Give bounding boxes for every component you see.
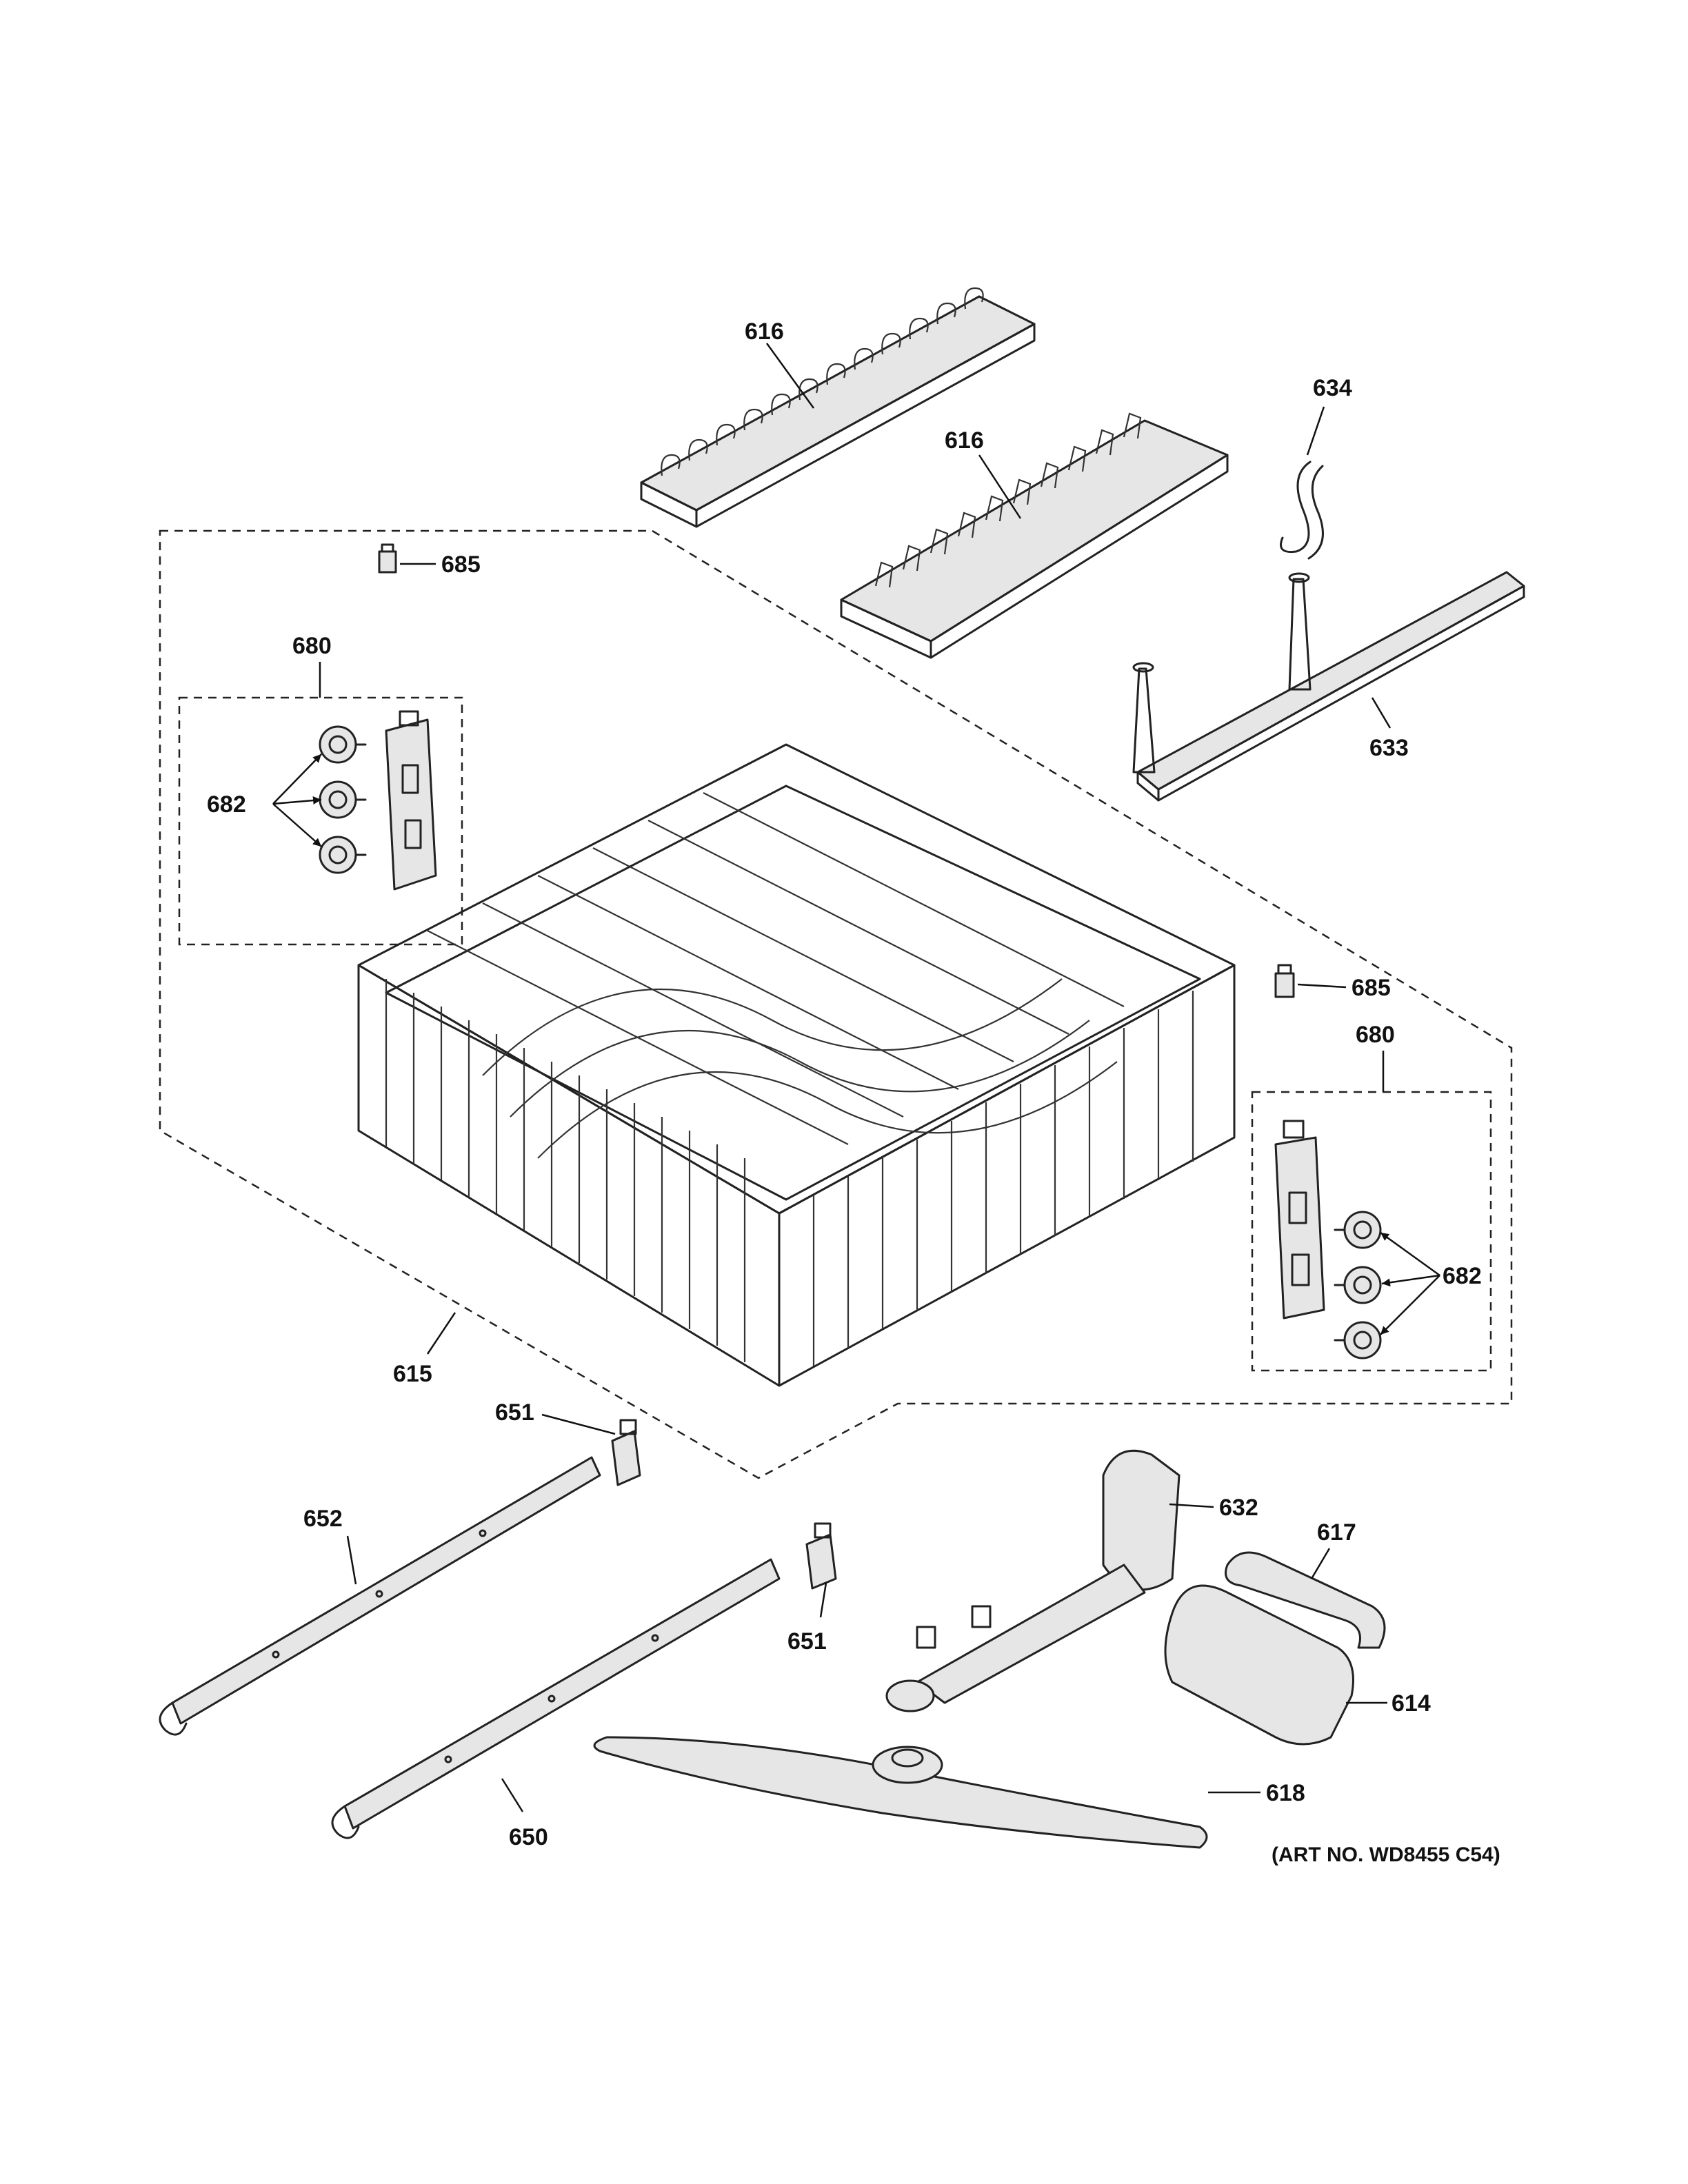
callout-652: 652	[303, 1506, 343, 1532]
callout-616-upper: 616	[745, 318, 784, 345]
tine-row-616-lower	[840, 412, 1229, 659]
rail-652	[159, 1456, 601, 1736]
callout-682-left: 682	[207, 791, 246, 818]
callout-680-right: 680	[1356, 1022, 1395, 1048]
roller-kit-right	[1274, 1120, 1382, 1359]
callout-651-lower: 651	[787, 1628, 827, 1655]
rail-stop-651-lower	[805, 1522, 837, 1590]
housing-614	[1164, 1584, 1354, 1746]
callout-634: 634	[1313, 375, 1352, 401]
clip-685-top	[378, 543, 397, 574]
callout-650: 650	[509, 1824, 548, 1850]
spray-arm-618	[593, 1736, 1208, 1849]
callout-682-right: 682	[1443, 1263, 1482, 1289]
callout-651-upper: 651	[495, 1399, 534, 1426]
clip-634	[1280, 461, 1324, 560]
callout-615: 615	[393, 1361, 432, 1387]
manifold-633	[1132, 571, 1525, 802]
callout-614: 614	[1391, 1690, 1431, 1717]
roller-kit-right-outline	[1251, 1091, 1492, 1372]
supply-tube-632	[885, 1449, 1180, 1712]
callout-617: 617	[1317, 1519, 1356, 1546]
roller-kit-left	[319, 710, 437, 891]
leader-lines	[272, 343, 1440, 1812]
callout-633: 633	[1369, 735, 1409, 761]
callout-680-left: 680	[292, 633, 332, 659]
callout-632: 632	[1219, 1495, 1258, 1521]
tube-617	[1225, 1551, 1386, 1649]
tine-row-616-upper	[640, 287, 1036, 528]
rail-stop-651-upper	[611, 1419, 641, 1486]
upper-rack-615	[357, 743, 1236, 1387]
callout-685-top: 685	[441, 552, 481, 578]
art-number: (ART NO. WD8455 C54)	[1272, 1843, 1500, 1866]
upper-rack-assembly-outline	[159, 529, 1513, 1479]
rail-650	[331, 1558, 781, 1839]
callout-618: 618	[1266, 1780, 1305, 1806]
callout-616-lower: 616	[945, 427, 984, 454]
callout-685-right: 685	[1352, 975, 1391, 1001]
clip-685-right	[1274, 964, 1295, 998]
roller-kit-left-outline	[178, 696, 463, 946]
